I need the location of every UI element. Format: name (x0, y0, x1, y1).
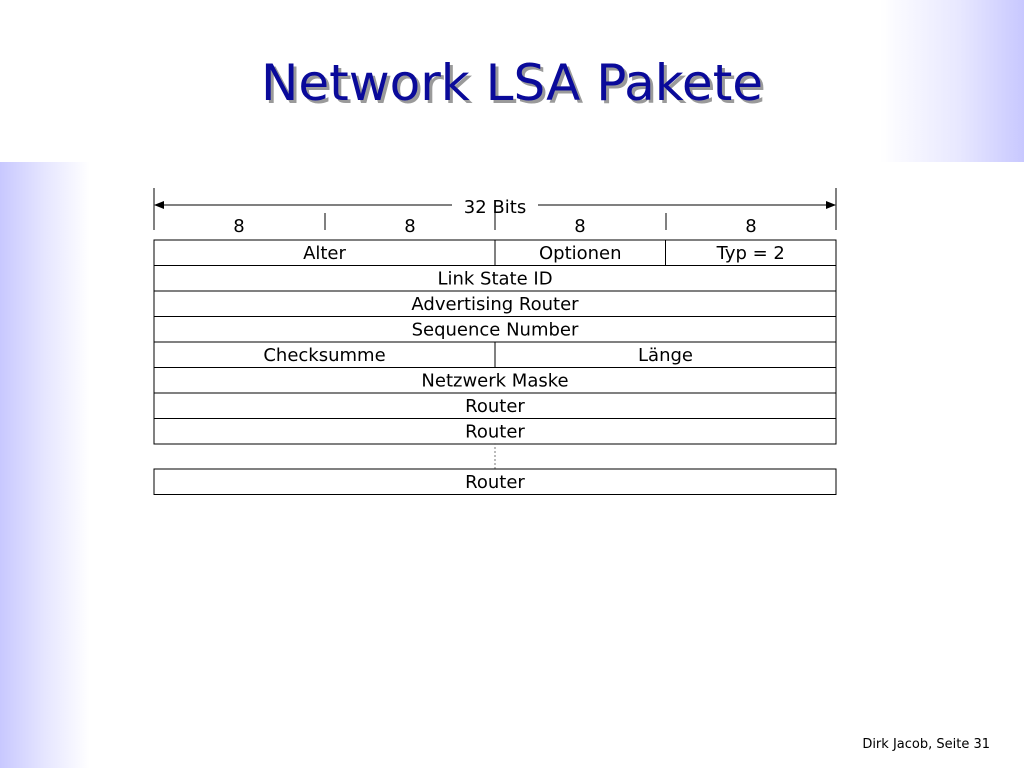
byte-label-4: 8 (745, 216, 756, 237)
byte-label-2: 8 (404, 216, 415, 237)
packet-final-row: Router (153, 468, 837, 495)
row-7-field-0 (153, 392, 837, 419)
row-2-field-0 (153, 265, 837, 292)
decor-gradient-left (0, 162, 90, 768)
packet-rows: Alter Optionen Typ = 2 Link State ID Adverti… (153, 239, 837, 445)
row-1-field-1-label: Optionen (539, 243, 622, 264)
slide-title: Network LSA Pakete (260, 54, 764, 112)
slide-footer: Dirk Jacob, Seite 31 (862, 737, 990, 752)
row-6-field-0-label: Netzwerk Maske (421, 370, 568, 391)
row-4-field-0-label: Sequence Number (412, 319, 579, 340)
row-1-field-0-label: Alter (303, 243, 346, 264)
row-6-field-0 (153, 367, 837, 394)
row-5-field-1-label: Länge (638, 345, 693, 366)
row-8-field-0-label: Router (465, 421, 525, 442)
row-4-field-0 (153, 316, 837, 343)
row-1-field-2-label: Typ = 2 (716, 243, 785, 264)
row-7-field-0-label: Router (465, 396, 525, 417)
row-final-field-0 (153, 468, 837, 495)
byte-label-1: 8 (233, 216, 244, 237)
width-label: 32 Bits (464, 197, 526, 218)
decor-gradient-top (880, 0, 1024, 162)
byte-label-3: 8 (574, 216, 585, 237)
row-8-field-0 (153, 418, 837, 445)
row-final-field-0-label: Router (465, 472, 525, 493)
row-2-field-0-label: Link State ID (437, 268, 552, 289)
row-5-field-0-label: Checksumme (263, 345, 385, 366)
row-5-field-0 (153, 341, 496, 368)
row-3-field-0 (153, 290, 837, 317)
row-3-field-0-label: Advertising Router (411, 294, 579, 315)
